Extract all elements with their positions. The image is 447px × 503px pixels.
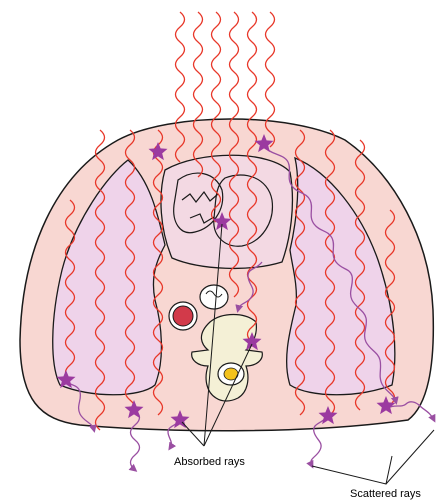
label-scattered-rays: Scattered rays bbox=[350, 488, 421, 500]
aorta-lumen bbox=[173, 306, 193, 326]
label-absorbed-rays: Absorbed rays bbox=[174, 456, 245, 468]
scattered-leader-lines bbox=[312, 430, 434, 484]
esophagus bbox=[200, 285, 228, 309]
